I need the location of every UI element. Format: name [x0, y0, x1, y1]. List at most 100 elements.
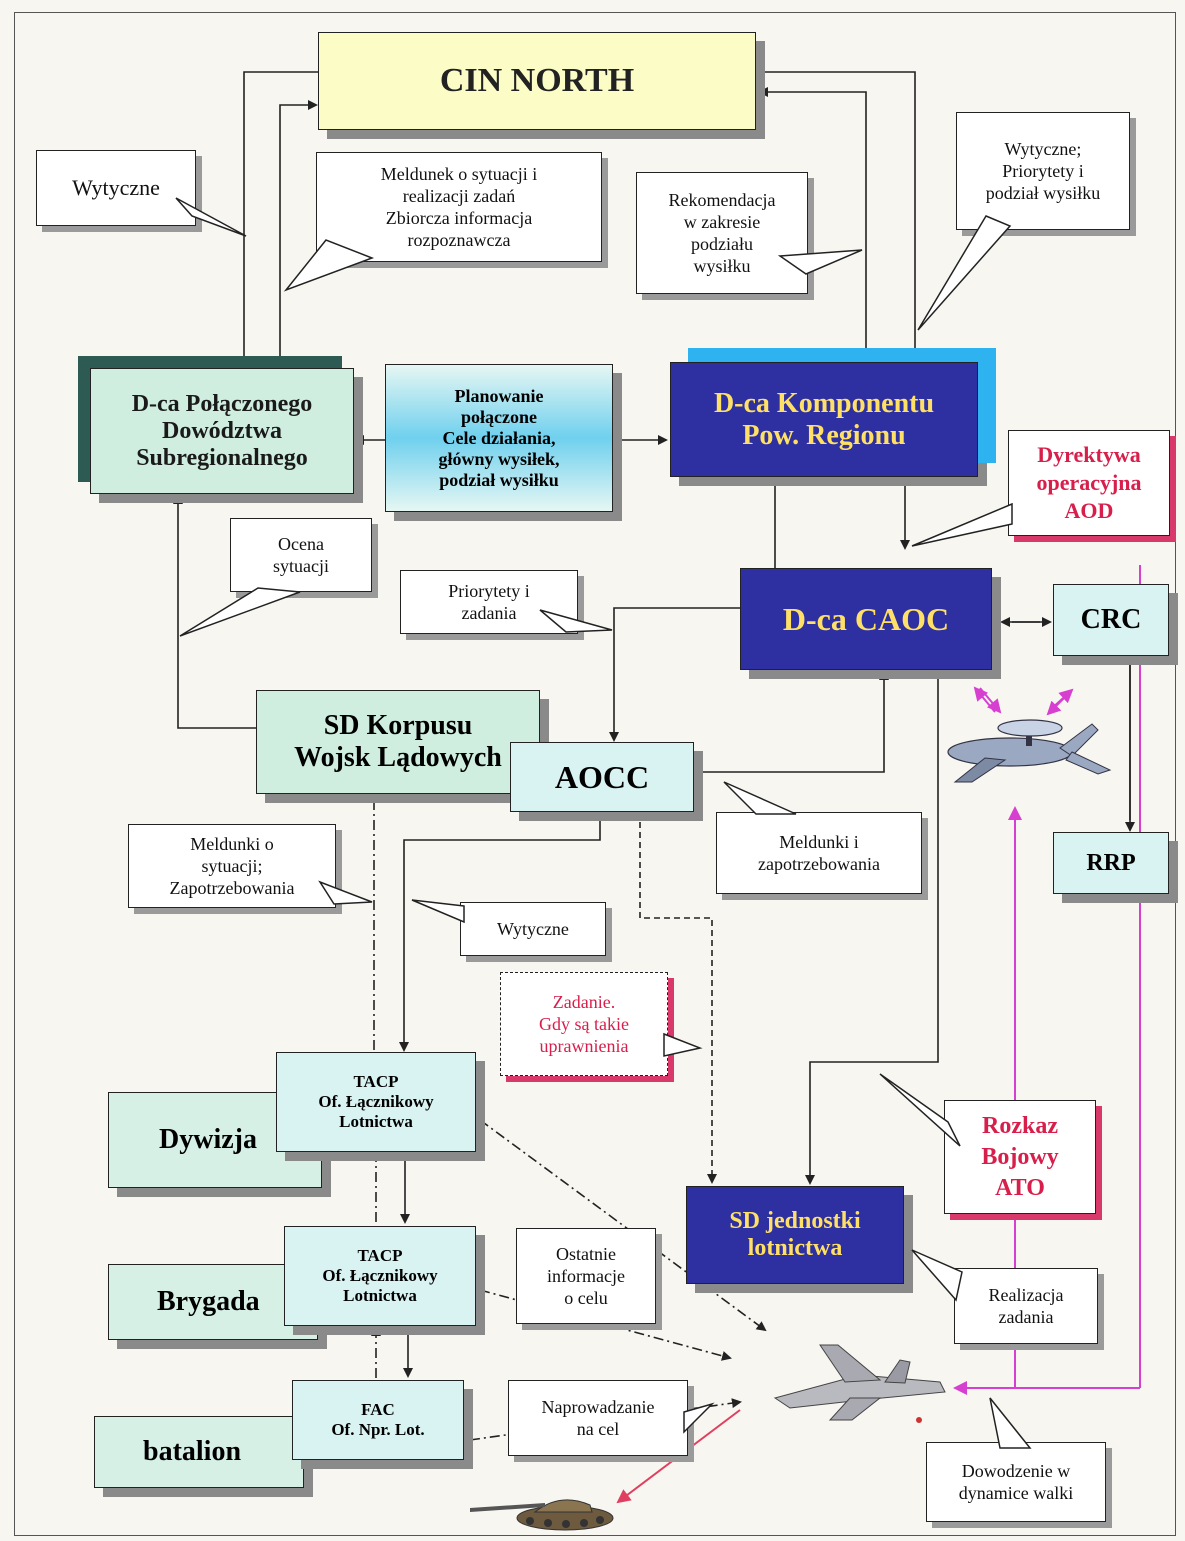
zadanie-line-3: uprawnienia: [539, 1036, 629, 1056]
dyrektywa-line-2: operacyjna: [1036, 470, 1142, 495]
callout-dowodzenie: Dowodzenie w dynamice walki: [926, 1442, 1106, 1522]
battalion-box: batalion: [94, 1416, 304, 1488]
air-unit-line-1: SD jednostki: [729, 1208, 861, 1234]
tacp-brigade-box: TACP Of. Łącznikowy Lotnictwa: [284, 1226, 476, 1326]
wytyczne-priorytety-line-3: podział wysiłku: [985, 183, 1101, 203]
dyrektywa-line-1: Dyrektywa: [1037, 442, 1141, 467]
planning-line-2: połączone: [461, 406, 537, 427]
callout-wytyczne-mid-text: Wytyczne: [497, 919, 569, 939]
cin-north-title: CIN NORTH: [439, 62, 635, 99]
meldunek-line-3: Zbiorcza informacja: [385, 208, 533, 228]
meldunki-zapotrzebowania-line-2: zapotrzebowania: [758, 854, 880, 874]
ostatnie-line-2: informacje: [547, 1266, 625, 1286]
planning-line-5: podział wysiłku: [439, 469, 559, 490]
meldunki-sytuacji-line-2: sytuacji;: [201, 856, 263, 876]
battalion-label: batalion: [143, 1436, 242, 1467]
ostatnie-line-1: Ostatnie: [556, 1244, 616, 1264]
dowodzenie-line-1: Dowodzenie w: [961, 1461, 1071, 1481]
ocena-line-1: Ocena: [278, 534, 324, 554]
corps-command-box: SD Korpusu Wojsk Lądowych: [256, 690, 540, 794]
realizacja-line-2: zadania: [998, 1307, 1054, 1327]
fighter-jet-icon: [773, 1344, 946, 1423]
air-unit-line-2: lotnictwa: [747, 1235, 843, 1261]
priorytety-zadania-line-2: zadania: [461, 603, 517, 623]
tacp-division-line-2: Of. Łącznikowy: [318, 1092, 434, 1111]
callout-priorytety-zadania: Priorytety i zadania: [400, 570, 578, 634]
air-component-commander-box: D-ca Komponentu Pow. Regionu: [670, 362, 978, 477]
rekomendacja-line-2: w zakresie: [683, 212, 761, 232]
zadanie-line-1: Zadanie.: [552, 992, 616, 1012]
ocena-line-2: sytuacji: [273, 556, 329, 576]
rozkaz-line-3: ATO: [995, 1174, 1045, 1201]
callout-wytyczne-priorytety: Wytyczne; Priorytety i podział wysiłku: [956, 112, 1130, 230]
planning-line-3: Cele działania,: [442, 427, 556, 448]
planning-line-4: główny wysiłek,: [438, 448, 560, 469]
callout-rozkaz: Rozkaz Bojowy ATO: [944, 1100, 1096, 1214]
meldunki-sytuacji-line-1: Meldunki o: [190, 834, 274, 854]
naprowadzanie-line-1: Naprowadzanie: [541, 1397, 655, 1417]
meldunek-line-4: rozpoznawcza: [407, 230, 511, 250]
dyrektywa-line-3: AOD: [1064, 498, 1114, 523]
corps-line-1: SD Korpusu: [323, 710, 473, 741]
fac-line-2: Of. Npr. Lot.: [331, 1420, 425, 1439]
callout-realizacja: Realizacja zadania: [954, 1268, 1098, 1344]
caoc-commander-box: D-ca CAOC: [740, 568, 992, 670]
aocc-box: AOCC: [510, 742, 694, 812]
joint-subregional-line-1: D-ca Połączonego: [131, 390, 313, 417]
realizacja-line-1: Realizacja: [988, 1285, 1064, 1305]
division-label: Dywizja: [159, 1124, 257, 1155]
rekomendacja-line-3: podziału: [691, 234, 753, 254]
crc-label: CRC: [1080, 604, 1142, 635]
air-unit-command-box: SD jednostki lotnictwa: [686, 1186, 904, 1284]
air-component-line-2: Pow. Regionu: [742, 419, 906, 451]
dowodzenie-line-2: dynamice walki: [958, 1483, 1074, 1503]
rozkaz-line-2: Bojowy: [981, 1143, 1059, 1170]
rrp-box: RRP: [1053, 832, 1169, 894]
fac-line-1: FAC: [361, 1400, 395, 1419]
zadanie-line-2: Gdy są takie: [539, 1014, 629, 1034]
awacs-aircraft-icon: [947, 719, 1112, 783]
tacp-division-line-3: Lotnictwa: [339, 1112, 413, 1131]
naprowadzanie-line-2: na cel: [576, 1419, 620, 1439]
caoc-label: D-ca CAOC: [782, 600, 950, 637]
callout-meldunki-sytuacji: Meldunki o sytuacji; Zapotrzebowania: [128, 824, 336, 908]
callout-ocena: Ocena sytuacji: [230, 518, 372, 592]
tacp-brigade-line-2: Of. Łącznikowy: [322, 1266, 438, 1285]
callout-naprowadzanie: Naprowadzanie na cel: [508, 1380, 688, 1456]
crc-box: CRC: [1053, 584, 1169, 656]
meldunek-line-2: realizacji zadań: [402, 186, 516, 206]
priorytety-zadania-line-1: Priorytety i: [448, 581, 530, 601]
corps-line-2: Wojsk Lądowych: [294, 742, 502, 773]
callout-wytyczne-top: Wytyczne: [36, 150, 196, 226]
callout-dyrektywa: Dyrektywa operacyjna AOD: [1008, 430, 1170, 536]
planning-line-1: Planowanie: [454, 385, 544, 406]
meldunki-sytuacji-line-3: Zapotrzebowania: [169, 878, 295, 898]
joint-planning-box: Planowanie połączone Cele działania, głó…: [385, 364, 613, 512]
callout-zadanie: Zadanie. Gdy są takie uprawnienia: [500, 972, 668, 1076]
callout-meldunek: Meldunek o sytuacji i realizacji zadań Z…: [316, 152, 602, 262]
tank-icon: [470, 1499, 614, 1531]
callout-rekomendacja: Rekomendacja w zakresie podziału wysiłku: [636, 172, 808, 294]
meldunki-zapotrzebowania-line-1: Meldunki i: [779, 832, 859, 852]
callout-wytyczne-top-text: Wytyczne: [72, 175, 160, 200]
wytyczne-priorytety-line-1: Wytyczne;: [1004, 139, 1082, 159]
callout-ostatnie: Ostatnie informacje o celu: [516, 1228, 656, 1324]
cin-north-box: CIN NORTH: [318, 32, 756, 130]
air-component-line-1: D-ca Komponentu: [713, 387, 935, 419]
tacp-division-line-1: TACP: [353, 1072, 399, 1091]
rrp-label: RRP: [1086, 849, 1136, 876]
tacp-brigade-line-1: TACP: [357, 1246, 403, 1265]
joint-subregional-line-3: Subregionalnego: [136, 444, 308, 471]
brigade-box: Brygada: [108, 1264, 318, 1340]
callout-meldunki-zapotrzebowania: Meldunki i zapotrzebowania: [716, 812, 922, 894]
aocc-label: AOCC: [554, 758, 650, 795]
brigade-label: Brygada: [157, 1286, 260, 1317]
joint-subregional-line-2: Dowództwa: [162, 417, 282, 444]
rekomendacja-line-1: Rekomendacja: [668, 190, 776, 210]
joint-subregional-commander-box: D-ca Połączonego Dowództwa Subregionalne…: [90, 368, 354, 494]
meldunek-line-1: Meldunek o sytuacji i: [380, 164, 538, 184]
fac-box: FAC Of. Npr. Lot.: [292, 1380, 464, 1460]
tacp-division-box: TACP Of. Łącznikowy Lotnictwa: [276, 1052, 476, 1152]
diagram-frame: [14, 12, 1176, 1536]
wytyczne-priorytety-line-2: Priorytety i: [1002, 161, 1084, 181]
